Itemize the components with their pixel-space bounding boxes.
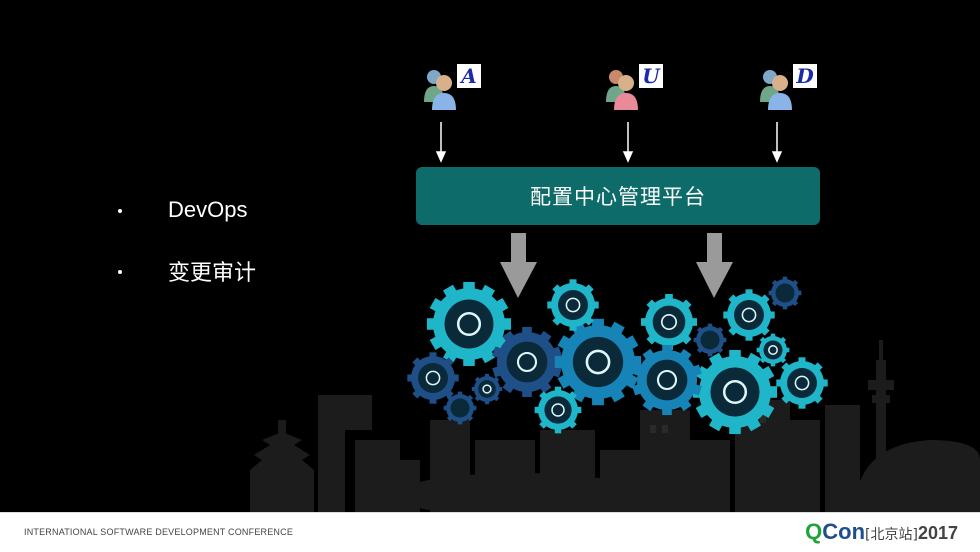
footer: INTERNATIONAL SOFTWARE DEVELOPMENT CONFE…: [0, 512, 980, 552]
bullet-text: 变更审计: [168, 260, 257, 285]
gear-trophy-icon: [723, 289, 775, 341]
bullet-dot: [118, 270, 122, 274]
user-letter: A: [457, 64, 481, 88]
brand-q: Q: [805, 519, 823, 544]
gear-handshake-icon: [692, 349, 778, 435]
brand-year: 2017: [917, 523, 958, 543]
user-group-icon-a: A: [422, 62, 486, 112]
bullet-item: DevOps: [118, 197, 247, 223]
gear-people-icon: [407, 352, 459, 404]
gear-calendar-icon: [640, 293, 698, 351]
gear-clipboard-icon: [492, 326, 562, 398]
conference-name: INTERNATIONAL SOFTWARE DEVELOPMENT CONFE…: [24, 527, 294, 537]
gear-pencil-icon: [534, 386, 582, 434]
gear-target-icon: [554, 318, 642, 406]
bullet-item: 变更审计: [118, 255, 256, 287]
bullet-text: DevOps: [168, 197, 248, 222]
user-group-icon-d: D: [758, 62, 822, 112]
gear-icon: [768, 276, 802, 310]
gear-puzzle-icon: [756, 333, 790, 367]
gear-search-icon: [471, 373, 503, 405]
gear-icon: [443, 391, 477, 425]
platform-label: 配置中心管理平台: [530, 185, 706, 209]
gear-money-icon: [632, 344, 702, 416]
gear-icon: [693, 323, 727, 357]
gear-megaphone-icon: [776, 357, 828, 409]
user-letter: D: [793, 64, 817, 88]
user-letter: U: [639, 64, 663, 88]
bullet-dot: [118, 209, 122, 213]
gears-cluster: [407, 276, 828, 435]
brand-con: Con: [822, 519, 866, 544]
gear-bar-chart-icon: [547, 279, 599, 331]
user-group-icon-u: U: [604, 62, 668, 112]
slide: DevOps 变更审计 A U D: [118, 62, 980, 512]
city-skyline-background: [250, 340, 980, 512]
config-center-platform: 配置中心管理平台: [416, 167, 820, 225]
brand-edition: [北京站]: [865, 527, 918, 543]
gear-lightbulb-icon: [426, 281, 512, 367]
qcon-logo: Q Con [北京站] 2017: [805, 519, 958, 545]
